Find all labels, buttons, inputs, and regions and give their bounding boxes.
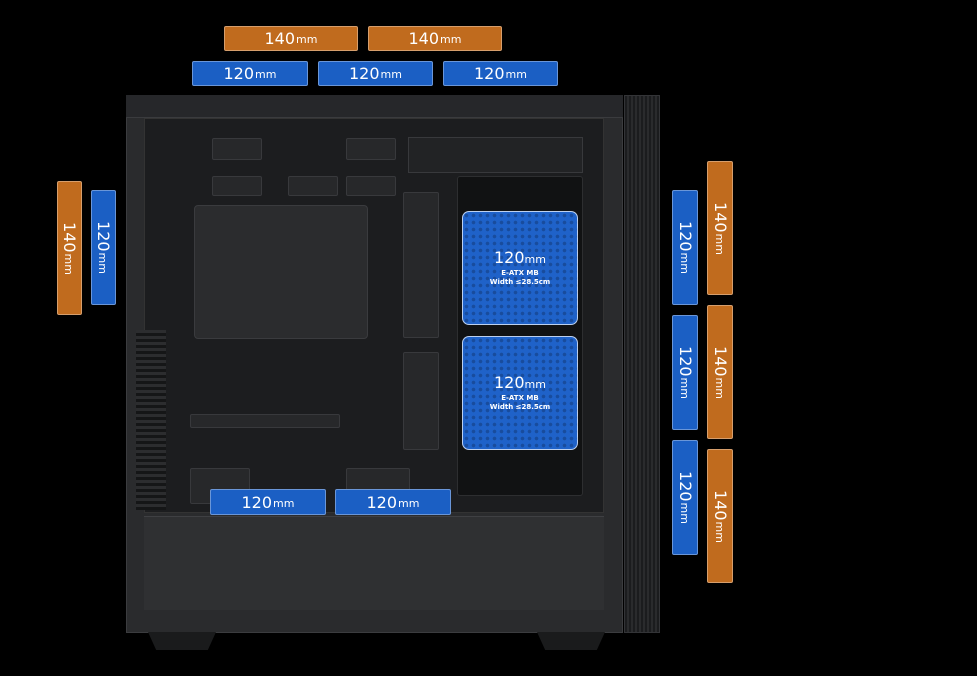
- fan-size-number: 140: [710, 489, 730, 521]
- top-io-bracket: [408, 137, 583, 173]
- fan-size-number: 120: [675, 346, 695, 377]
- mb-compat-line: E-ATX MB: [501, 269, 539, 277]
- case-foot-left: [148, 632, 216, 650]
- rear-expansion-slots: [136, 330, 166, 510]
- psu-shroud: [144, 516, 604, 610]
- fan-size-number: 140: [710, 201, 730, 233]
- fan-size-unit: mm: [524, 253, 546, 266]
- fan-size-unit: mm: [712, 233, 726, 255]
- fan-size-unit: mm: [96, 252, 110, 274]
- front-mesh-panel: [624, 95, 660, 633]
- cable-cutout: [212, 176, 262, 196]
- cable-cutout: [346, 176, 396, 196]
- cable-cutout: [288, 176, 338, 196]
- fan-size-unit: mm: [712, 377, 726, 399]
- mb-width-line: Width ≤28.5cm: [489, 278, 551, 286]
- fan-size-unit: mm: [62, 253, 76, 275]
- fan-size-number: 120: [223, 64, 255, 83]
- motherboard-tray-cutout: [194, 205, 368, 339]
- fan-size-number: 120: [494, 248, 525, 267]
- fan-size-number: 120: [675, 471, 695, 502]
- cable-cutout: [346, 138, 396, 160]
- fan-size-unit: mm: [273, 496, 295, 510]
- mb-compat-line: E-ATX MB: [501, 394, 539, 402]
- fan-size-unit: mm: [440, 33, 462, 46]
- fan-size-number: 140: [264, 29, 296, 48]
- fan-size-unit: mm: [505, 68, 527, 81]
- fan-size-unit: mm: [524, 378, 546, 391]
- fan-size-number: 120: [494, 373, 525, 392]
- cable-cutout: [403, 192, 439, 338]
- side-fan-mount-box: 120mm E-ATX MB Width ≤28.5cm: [462, 211, 578, 325]
- case-foot-right: [537, 632, 605, 650]
- case-top-panel: [126, 95, 623, 118]
- fan-size-number: 140: [60, 221, 80, 253]
- fan-size-heading: 120mm: [494, 374, 546, 394]
- fan-size-number: 120: [349, 64, 380, 83]
- fan-size-unit: mm: [677, 502, 691, 524]
- fan-size-number: 120: [474, 64, 505, 83]
- fan-size-number: 120: [94, 221, 114, 252]
- fan-size-unit: mm: [677, 377, 691, 399]
- fan-size-unit: mm: [296, 33, 318, 46]
- fan-size-heading: 120mm: [494, 249, 546, 269]
- fan-size-unit: mm: [712, 521, 726, 543]
- cable-cutout: [403, 352, 439, 450]
- fan-size-unit: mm: [380, 68, 402, 81]
- fan-size-number: 120: [366, 492, 398, 512]
- fan-size-number: 140: [710, 345, 730, 377]
- fan-size-unit: mm: [398, 496, 420, 510]
- fan-size-number: 140: [408, 29, 440, 48]
- side-fan-mount-box: 120mm E-ATX MB Width ≤28.5cm: [462, 336, 578, 450]
- fan-size-number: 120: [241, 492, 273, 512]
- fan-size-unit: mm: [677, 252, 691, 274]
- cable-cutout: [212, 138, 262, 160]
- fan-size-unit: mm: [255, 68, 277, 81]
- mb-width-line: Width ≤28.5cm: [489, 403, 551, 411]
- cable-cutout: [190, 414, 340, 428]
- fan-size-number: 120: [675, 221, 695, 252]
